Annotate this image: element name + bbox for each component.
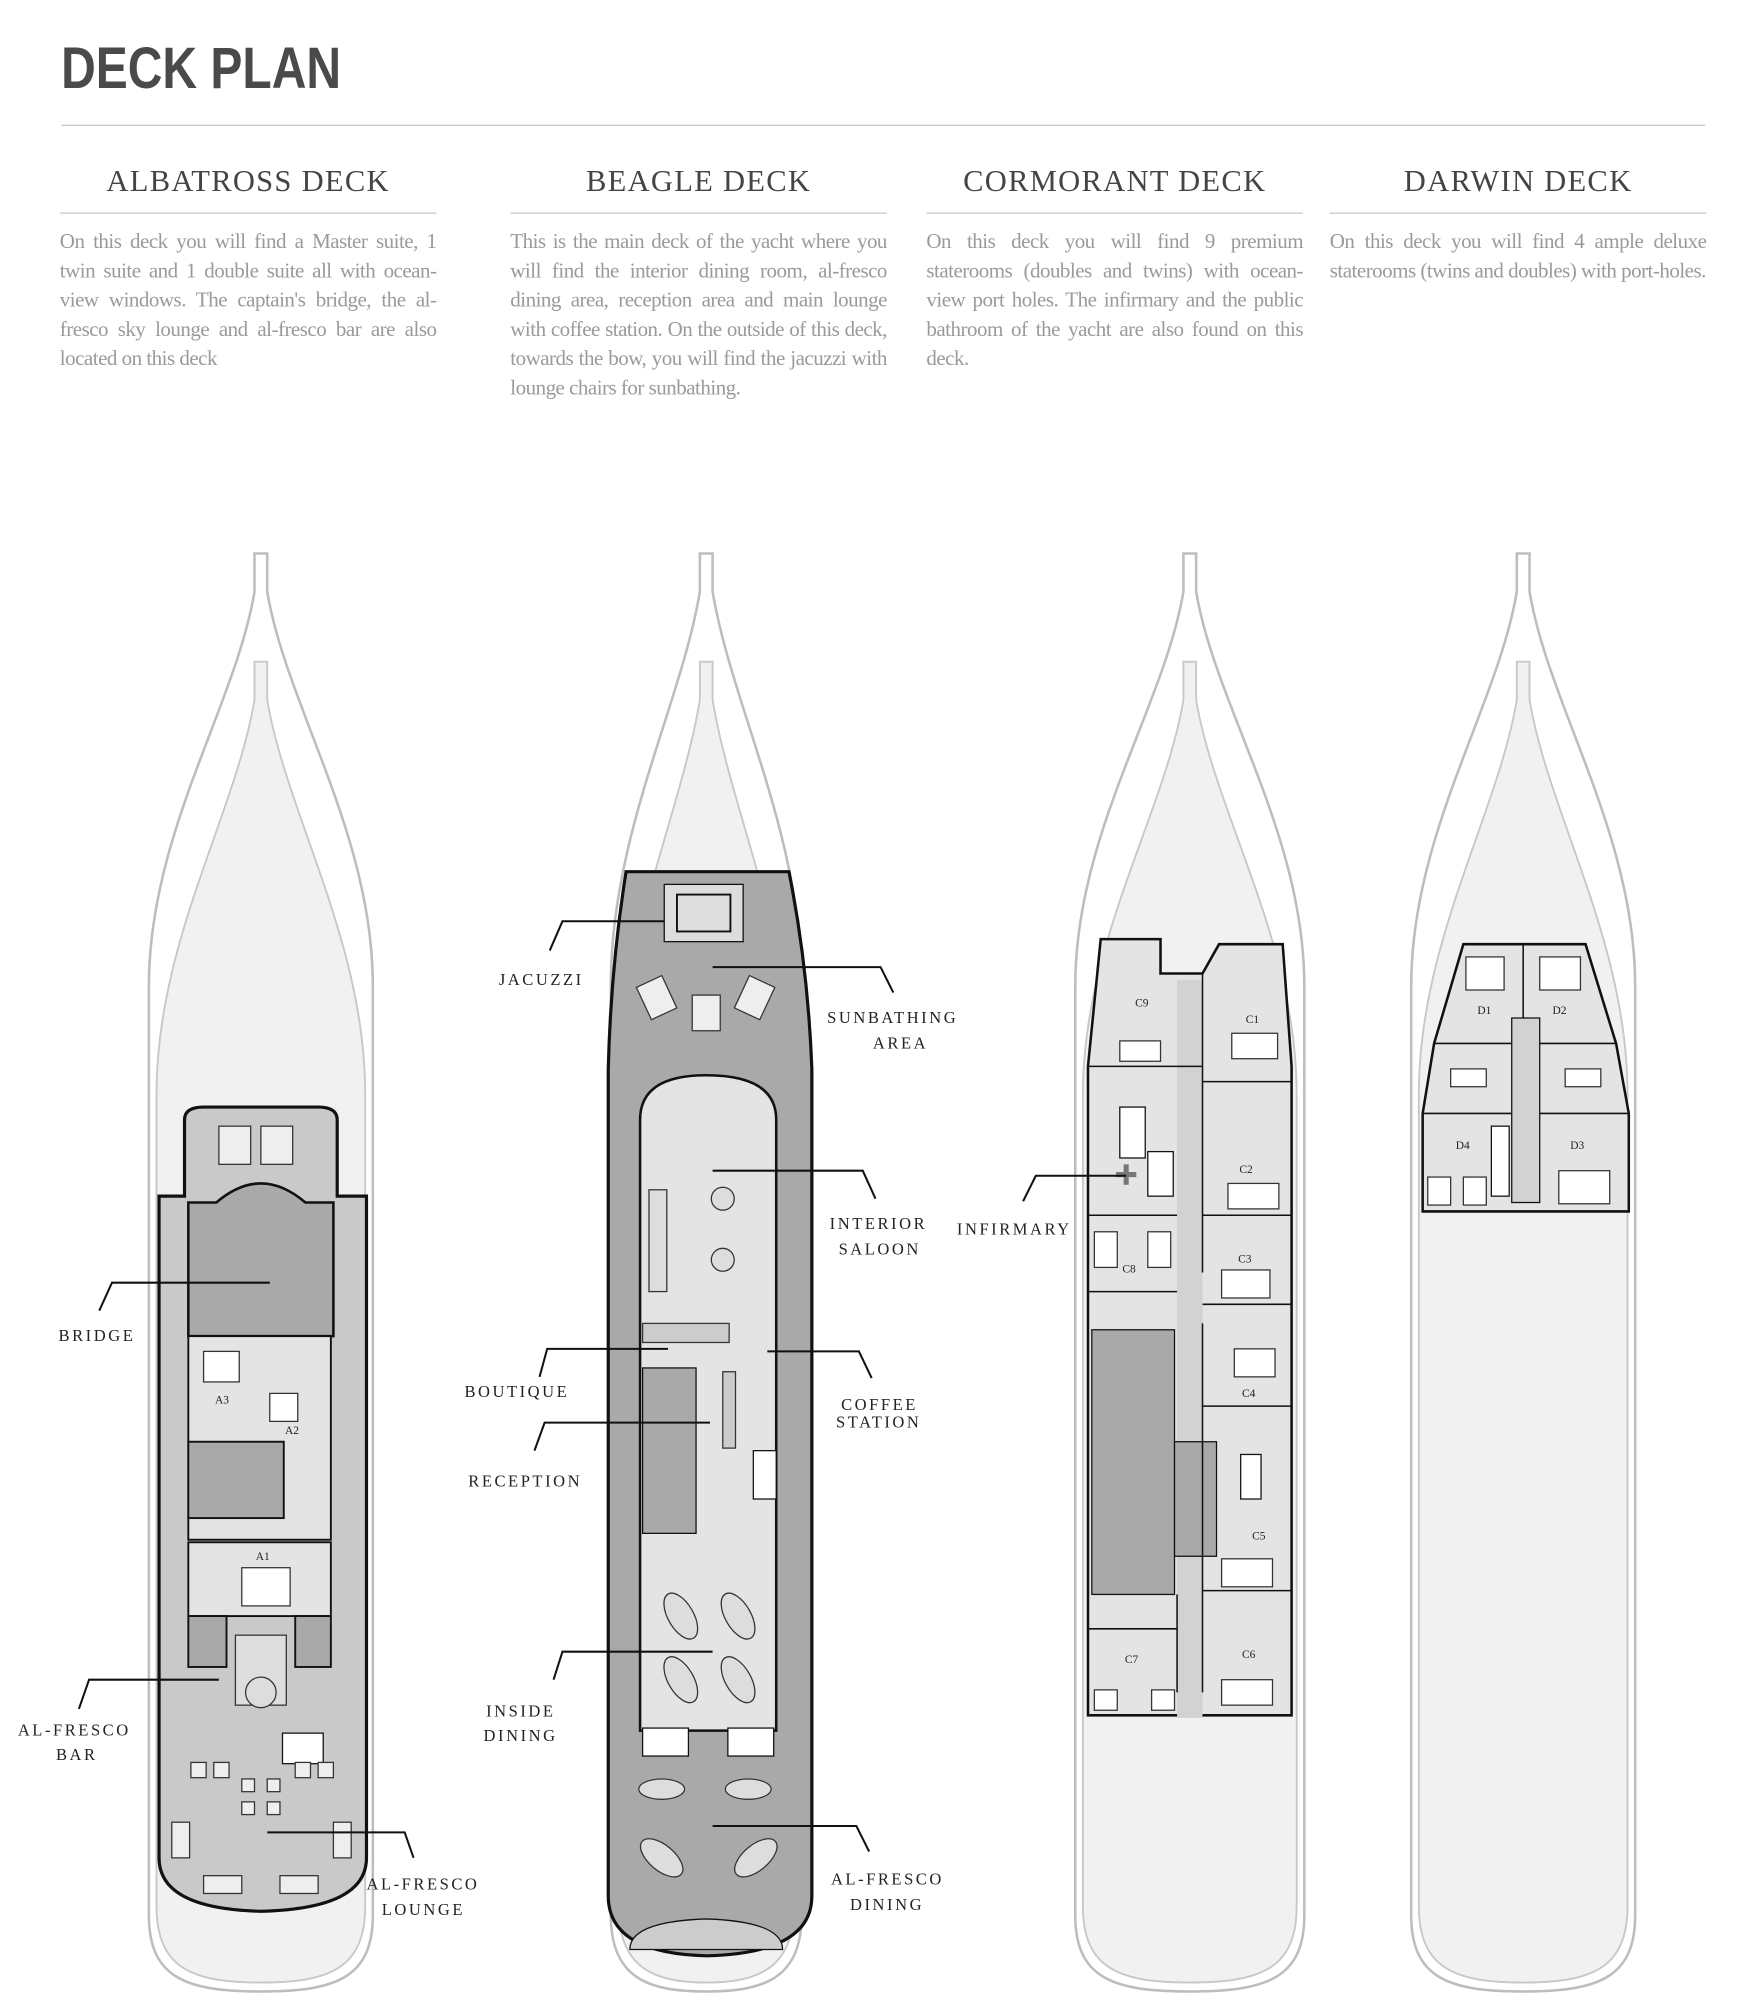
room-label: C2: [1239, 1164, 1253, 1176]
label-alfresco-lounge: LOUNGE: [382, 1900, 465, 1919]
label-alfresco-dining: DINING: [850, 1895, 924, 1914]
deck-column-beagle: BEAGLE DECK This is the main deck of the…: [510, 165, 887, 402]
label-sunbathing-area: AREA: [873, 1034, 928, 1053]
room-label: C3: [1238, 1253, 1252, 1265]
label-inside-dining: INSIDE: [486, 1702, 555, 1721]
deck-heading: BEAGLE DECK: [510, 165, 887, 214]
area-labels: BRIDGE AL-FRESCO BAR AL-FRESCO LOUNGE JA…: [18, 970, 1072, 1919]
deck-column-darwin: DARWIN DECK On this deck you will find 4…: [1329, 165, 1707, 285]
room-label: D2: [1552, 1005, 1566, 1017]
label-coffee-station: STATION: [836, 1413, 921, 1432]
deck-description: On this deck you will find a Master suit…: [59, 229, 437, 371]
label-interior-saloon: INTERIOR: [830, 1214, 928, 1233]
deck-description: This is the main deck of the yacht where…: [510, 229, 887, 400]
room-label: D1: [1477, 1005, 1491, 1017]
room-label: C5: [1252, 1531, 1266, 1543]
label-jacuzzi: JACUZZI: [499, 970, 584, 989]
deck-column-albatross: ALBATROSS DECK On this deck you will fin…: [59, 165, 437, 372]
label-bridge: BRIDGE: [59, 1326, 136, 1345]
label-coffee-station: COFFEE: [841, 1395, 918, 1414]
deck-heading: DARWIN DECK: [1329, 165, 1707, 214]
deck-description: On this deck you will find 4 ample delux…: [1329, 229, 1707, 283]
label-alfresco-bar: AL-FRESCO: [18, 1721, 131, 1740]
room-label: C8: [1122, 1264, 1136, 1276]
label-interior-saloon: SALOON: [839, 1240, 921, 1259]
albatross-deck-plan: A1 A2 A3: [157, 1105, 369, 1913]
label-alfresco-lounge: AL-FRESCO: [366, 1875, 479, 1894]
title-divider: [61, 124, 1706, 126]
room-label: C7: [1125, 1654, 1139, 1666]
room-label: C1: [1246, 1014, 1260, 1026]
deck-description: On this deck you will find 9 premium sta…: [926, 229, 1304, 371]
label-alfresco-bar: BAR: [56, 1745, 98, 1764]
label-infirmary: INFIRMARY: [957, 1219, 1072, 1238]
room-label: C6: [1242, 1649, 1256, 1661]
deck-heading: CORMORANT DECK: [926, 165, 1304, 214]
room-label: A2: [285, 1425, 299, 1437]
cormorant-deck-plan: C1 C2 C3 C4 C5 C6 C7 C8 C9: [1086, 937, 1293, 1718]
deck-column-cormorant: CORMORANT DECK On this deck you will fin…: [926, 165, 1304, 372]
label-sunbathing-area: SUNBATHING: [827, 1008, 958, 1027]
beagle-deck-plan: [606, 870, 814, 1958]
room-label: A3: [215, 1395, 229, 1407]
label-reception: RECEPTION: [468, 1471, 582, 1490]
page-title: DECK PLAN: [61, 34, 342, 101]
room-label: D3: [1570, 1140, 1584, 1152]
deck-heading: ALBATROSS DECK: [59, 165, 437, 214]
room-label: A1: [256, 1551, 270, 1563]
room-label: C9: [1135, 998, 1149, 1010]
room-label: D4: [1456, 1140, 1470, 1152]
darwin-deck-plan: D1 D2 D3 D4: [1421, 942, 1631, 1213]
label-inside-dining: DINING: [484, 1726, 558, 1745]
leader-lines: [77, 920, 1127, 1859]
label-alfresco-dining: AL-FRESCO: [831, 1870, 944, 1889]
label-boutique: BOUTIQUE: [464, 1382, 569, 1401]
room-label: C4: [1242, 1388, 1256, 1400]
medical-cross-icon: [1115, 1164, 1137, 1185]
